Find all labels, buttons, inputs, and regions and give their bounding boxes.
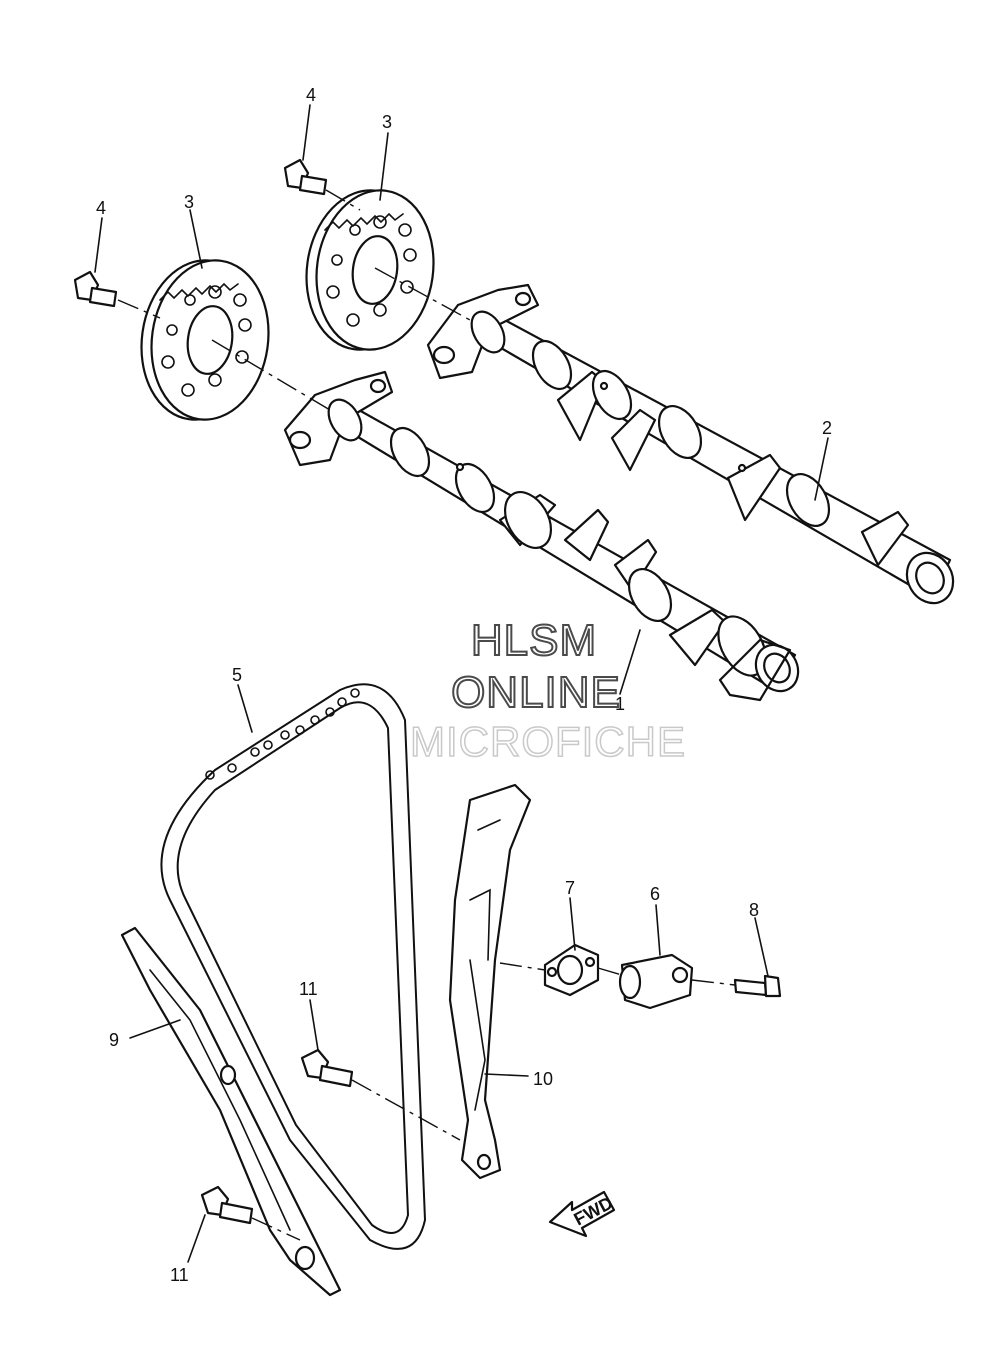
callout-5: 5: [232, 665, 242, 685]
callout-8: 8: [749, 900, 759, 920]
tensioner-gasket[interactable]: [543, 943, 600, 997]
callout-6: 6: [650, 884, 660, 904]
timing-chain[interactable]: [160, 683, 426, 1250]
watermark-line-1: HLSM: [470, 615, 598, 666]
leader-lines: [94, 104, 829, 1263]
chain-guide-10[interactable]: [448, 783, 532, 1180]
sprocket-bolt-left[interactable]: [73, 270, 118, 308]
callout-7: 7: [565, 878, 575, 898]
cam-sprocket-left[interactable]: [131, 253, 278, 428]
guide-bolt-upper[interactable]: [300, 1048, 354, 1088]
callout-4-left: 4: [96, 198, 106, 218]
callout-2: 2: [822, 418, 832, 438]
callout-10: 10: [533, 1069, 553, 1089]
callout-9: 9: [109, 1030, 119, 1050]
cam-sprocket-right[interactable]: [296, 183, 443, 358]
watermark-line-2: ONLINE: [450, 667, 621, 718]
callout-1: 1: [615, 694, 625, 714]
forward-direction-arrow: FWD: [548, 1190, 616, 1238]
callout-3-right: 3: [382, 112, 392, 132]
guide-bolt-lower[interactable]: [200, 1185, 254, 1225]
watermark-line-3: MICROFICHE: [409, 717, 686, 766]
camshaft-1[interactable]: [283, 370, 806, 702]
sprocket-bolt-right[interactable]: [283, 158, 328, 196]
chain-tensioner[interactable]: [618, 953, 694, 1010]
callout-3-left: 3: [184, 192, 194, 212]
callout-11-lower: 11: [170, 1265, 189, 1285]
camshaft-2[interactable]: [426, 283, 962, 612]
callout-11-upper: 11: [299, 979, 318, 999]
tensioner-bolt[interactable]: [733, 974, 782, 998]
callout-4-right: 4: [306, 85, 316, 105]
chain-guide-9[interactable]: [120, 926, 342, 1297]
